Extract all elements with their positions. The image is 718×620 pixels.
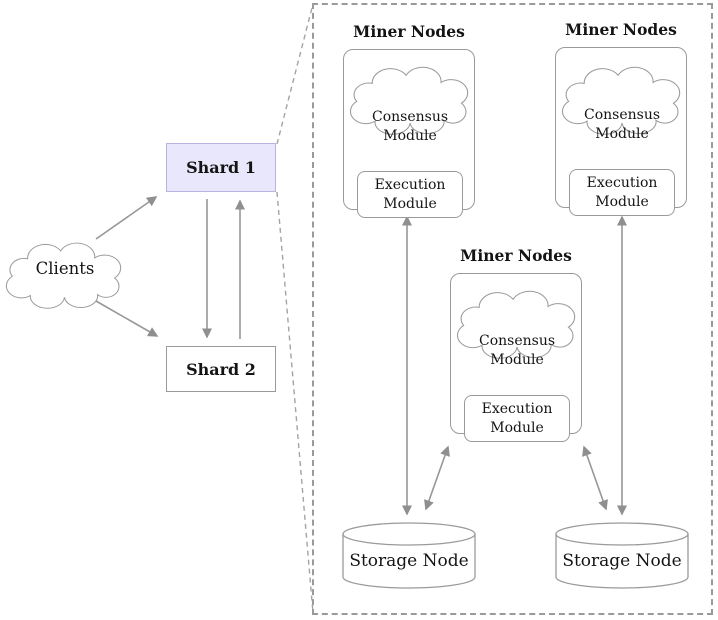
miner-node-box: Consensus Module Execution Module — [555, 47, 687, 216]
shard1-label: Shard 1 — [186, 158, 256, 177]
clients-label: Clients — [35, 259, 95, 278]
miner-node-box: Consensus Module Execution Module — [450, 273, 582, 442]
miner-nodes-group-2: Miner Nodes Consensus Module Execution M… — [555, 20, 687, 216]
consensus-module-label: Consensus Module — [371, 109, 449, 144]
execution-module-label: Execution Module — [481, 400, 553, 436]
execution-module-label: Execution Module — [374, 176, 446, 212]
miner-nodes-group-3: Miner Nodes Consensus Module Execution M… — [450, 246, 582, 442]
miner-nodes-title: Miner Nodes — [460, 246, 572, 265]
execution-module-box: Execution Module — [357, 171, 463, 218]
miner-nodes-title: Miner Nodes — [353, 22, 465, 41]
shard2-label: Shard 2 — [186, 359, 256, 379]
execution-module-label: Execution Module — [586, 174, 658, 210]
storage-node-label-right: Storage Node — [562, 551, 682, 571]
miner-nodes-title: Miner Nodes — [565, 20, 677, 39]
storage-node-label-left: Storage Node — [349, 551, 469, 571]
execution-module-box: Execution Module — [464, 395, 570, 442]
execution-module-box: Execution Module — [569, 169, 675, 216]
consensus-module-label: Consensus Module — [478, 333, 556, 368]
shard2-node: Shard 2 — [166, 346, 276, 392]
miner-node-box: Consensus Module Execution Module — [343, 49, 475, 218]
consensus-module-label: Consensus Module — [583, 107, 661, 142]
shard1-node: Shard 1 — [166, 143, 276, 192]
miner-nodes-group-1: Miner Nodes Consensus Module Execution M… — [343, 22, 475, 218]
